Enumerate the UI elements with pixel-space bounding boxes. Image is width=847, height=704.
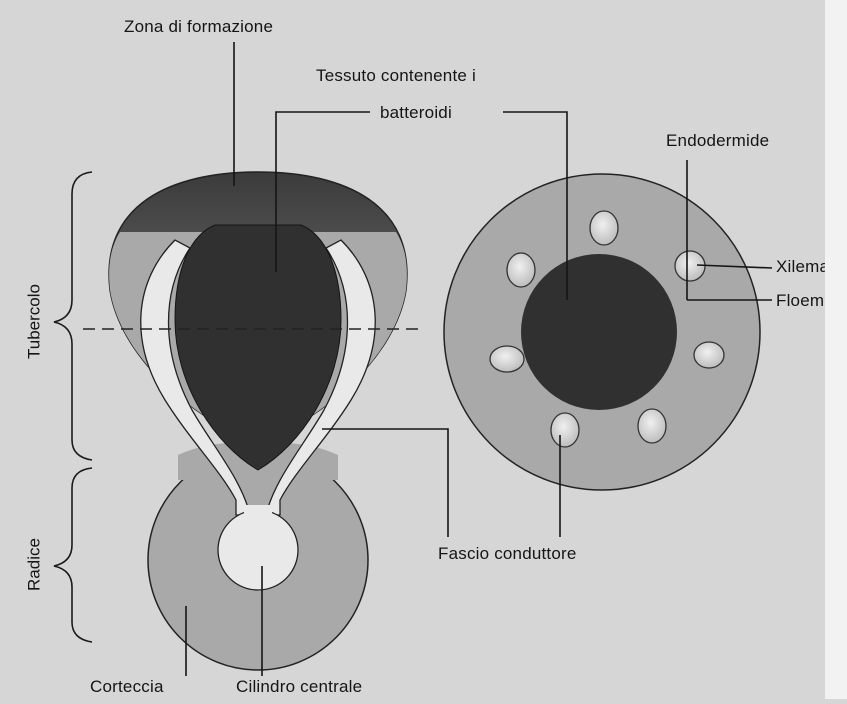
vascular-bundle	[507, 253, 535, 287]
label-fascio-conduttore: Fascio conduttore	[438, 545, 577, 562]
label-xilema: Xilema	[776, 258, 829, 275]
longitudinal-section	[83, 172, 422, 670]
label-corteccia: Corteccia	[90, 678, 164, 695]
brace-tubercolo	[54, 172, 92, 460]
vascular-bundle	[490, 346, 524, 372]
cross-section	[444, 174, 760, 490]
vascular-bundle	[675, 251, 705, 281]
label-tubercolo: Tubercolo	[26, 282, 43, 362]
brace-radice	[54, 468, 92, 642]
page-edge	[825, 0, 847, 699]
central-cylinder	[218, 510, 298, 590]
cross-bacteroid-tissue	[521, 254, 677, 410]
vascular-bundle	[551, 413, 579, 447]
label-radice: Radice	[26, 525, 43, 605]
vascular-bundle	[638, 409, 666, 443]
label-tessuto-line2: batteroidi	[380, 104, 452, 121]
label-zona-di-formazione: Zona di formazione	[124, 18, 273, 35]
vascular-bundle	[694, 342, 724, 368]
vascular-bundle	[590, 211, 618, 245]
label-tessuto-line1: Tessuto contenente i	[316, 67, 476, 84]
label-cilindro-centrale: Cilindro centrale	[236, 678, 362, 695]
label-endodermide: Endodermide	[666, 132, 769, 149]
